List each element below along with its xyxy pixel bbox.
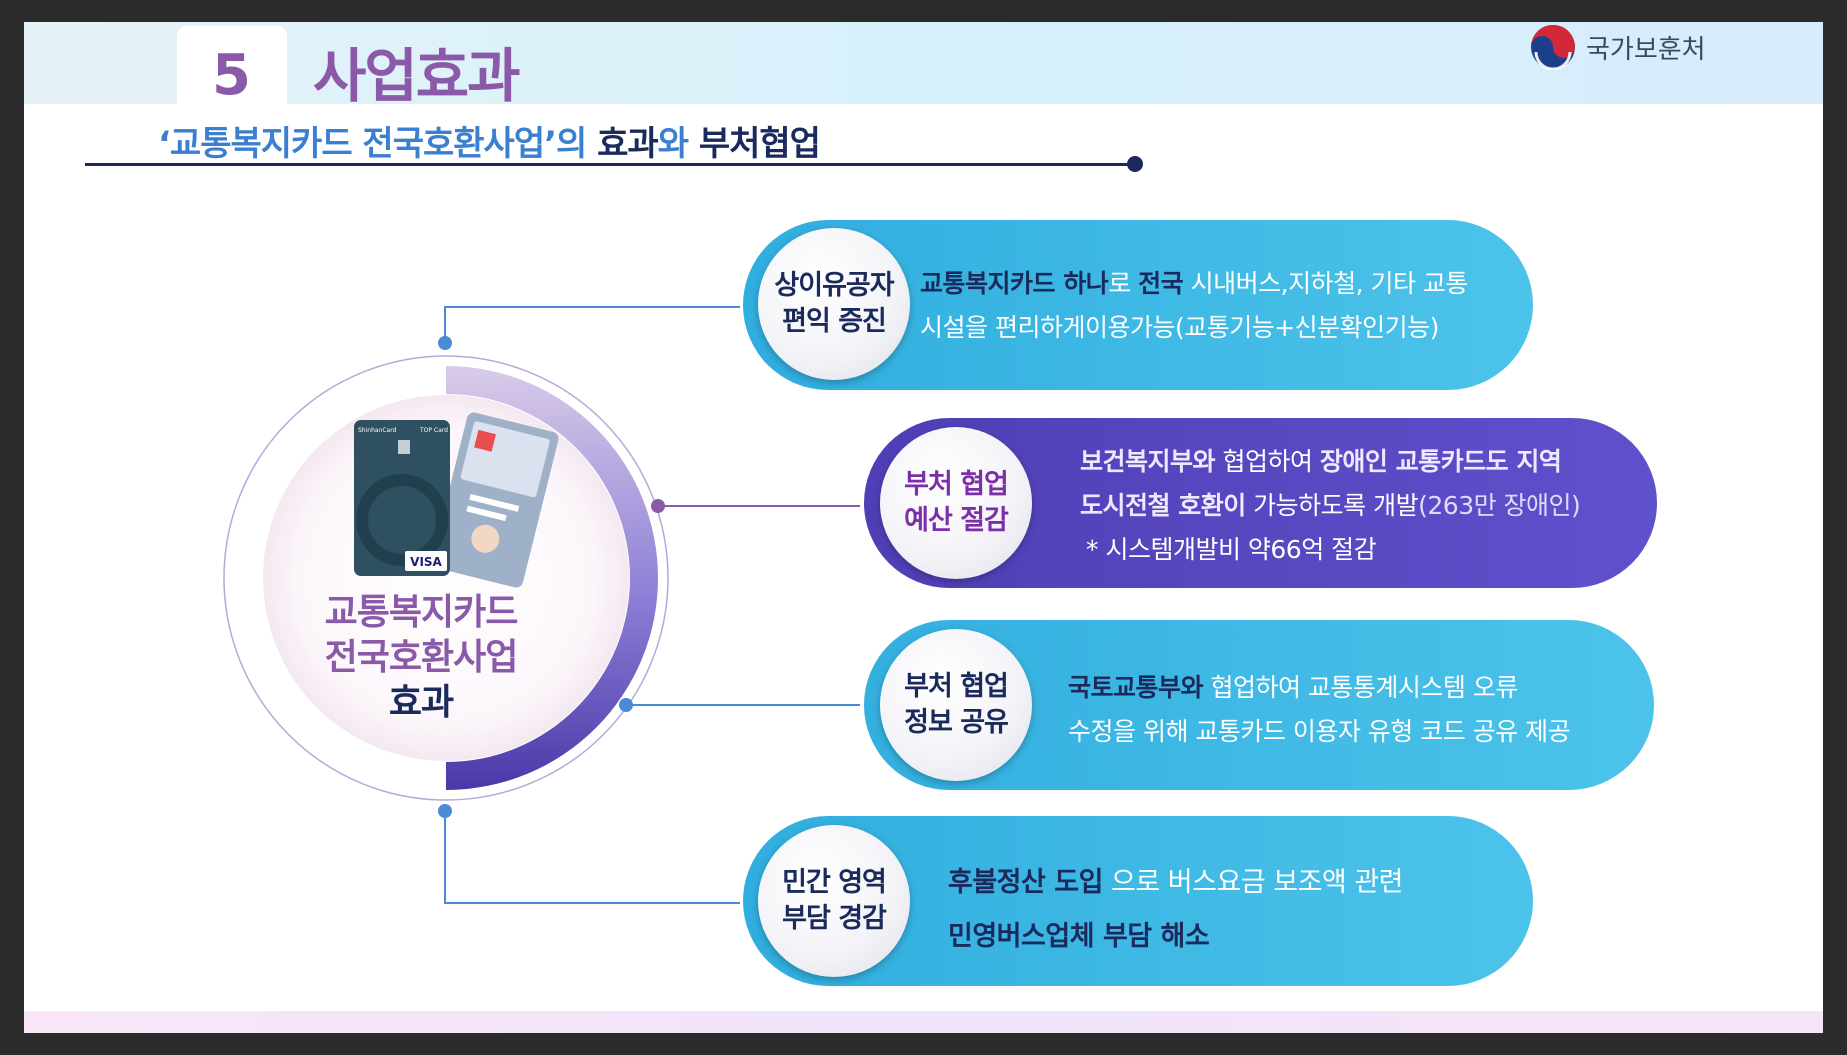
connector-4 [444, 811, 740, 904]
item-1-line2: 시설을 편리하게이용가능(교통기능+신분확인기능) [920, 313, 1439, 342]
connector-2-dot [651, 499, 665, 513]
subtitle-effect: 효과 [597, 124, 659, 164]
connector-3-dot [619, 698, 633, 712]
footer-band [24, 1011, 1823, 1033]
connector-4-dot [438, 804, 452, 818]
hub-outer-ring [223, 355, 669, 801]
subtitle-and: 와 [657, 124, 699, 164]
item-3-plain: 협업하여 교통통계시스템 오류 [1203, 673, 1518, 702]
badge-4-line2: 부담 경감 [782, 903, 887, 934]
item-3-line2: 수정을 위해 교통카드 이용자 유형 코드 공유 제공 [1068, 717, 1571, 746]
section-number: 5 [212, 43, 251, 108]
effect-item-2-text: 보건복지부와 협업하여 장애인 교통카드도 지역 도시전철 호환이 가능하도록 … [1080, 440, 1581, 572]
hub-title: 교통복지카드 전국호환사업 효과 [286, 590, 556, 725]
item-1-plain-b: 시내버스,지하철, 기타 교통 [1183, 269, 1469, 298]
item-1-plain-a: 로 [1108, 269, 1139, 298]
badge-2-line1: 부처 협업 [904, 469, 1009, 500]
effect-item-1-badge: 상이유공자 편익 증진 [758, 228, 910, 380]
header-band [24, 22, 1823, 104]
card-type-text: TOP Card [419, 427, 448, 434]
agency-logo: 국가보훈처 [1530, 24, 1706, 70]
effect-item-1-text: 교통복지카드 하나로 전국 시내버스,지하철, 기타 교통 시설을 편리하게이용… [920, 262, 1468, 350]
title-underline [85, 163, 1139, 166]
item-4-plain: 으로 버스요금 보조액 관련 [1102, 867, 1404, 898]
badge-1-line2: 편익 증진 [782, 306, 887, 337]
connector-1-dot [438, 336, 452, 350]
connector-1 [444, 306, 740, 343]
item-2-plain-b: 가능하도록 개발 [1245, 491, 1419, 520]
item-1-bold-a: 교통복지카드 하나 [920, 269, 1109, 298]
card-brand-text: VISA [410, 555, 442, 569]
badge-1-line1: 상이유공자 [774, 270, 894, 301]
section-number-box [177, 26, 287, 116]
taegeuk-logo-icon [1531, 25, 1575, 70]
item-3-bold: 국토교통부와 [1068, 673, 1204, 702]
agency-name: 국가보훈처 [1586, 34, 1706, 65]
title-underline-dot [1127, 156, 1143, 172]
hub-title-line1: 교통복지카드 [324, 592, 519, 633]
item-2-bold-b: 장애인 교통카드도 지역 [1319, 447, 1562, 476]
effect-item-2-badge: 부처 협업 예산 절감 [880, 427, 1032, 579]
card-issuer-text: ShinhanCard [358, 427, 397, 434]
item-1-bold-b: 전국 [1138, 269, 1184, 298]
effect-item-4-badge: 민간 영역 부담 경감 [758, 825, 910, 977]
item-2-count: (263만 장애인) [1418, 491, 1581, 520]
section-title: 사업효과 [313, 42, 520, 110]
item-4-bold: 후불정산 도입 [948, 867, 1103, 898]
subtitle-collab: 부처협업 [698, 124, 821, 164]
badge-3-line1: 부처 협업 [904, 671, 1009, 702]
hub-title-line2: 전국호환사업 [324, 637, 519, 678]
subtitle-project: ‘교통복지카드 전국호환사업’의 [158, 124, 598, 164]
item-2-bold-a: 보건복지부와 [1080, 447, 1216, 476]
item-2-plain-a: 협업하여 [1215, 447, 1320, 476]
welfare-card-image [431, 412, 559, 588]
badge-2-line2: 예산 절감 [904, 505, 1009, 536]
item-2-line3: * 시스템개발비 약66억 절감 [1086, 535, 1377, 564]
hub-gradient-arc [446, 366, 658, 790]
item-2-bold-c: 도시전철 호환이 [1080, 491, 1246, 520]
shinhan-card-image: VISA ShinhanCard TOP Card [354, 420, 450, 576]
effect-item-3-badge: 부처 협업 정보 공유 [880, 629, 1032, 781]
effect-item-4-text: 후불정산 도입 으로 버스요금 보조액 관련 민영버스업체 부담 해소 [948, 856, 1404, 964]
item-4-line2: 민영버스업체 부담 해소 [948, 921, 1210, 952]
effect-item-3-text: 국토교통부와 협업하여 교통통계시스템 오류 수정을 위해 교통카드 이용자 유… [1068, 666, 1571, 754]
hub-title-line3: 효과 [388, 682, 454, 723]
badge-4-line1: 민간 영역 [782, 867, 887, 898]
badge-3-line2: 정보 공유 [904, 707, 1009, 738]
page-subtitle: ‘교통복지카드 전국호환사업’의 효과와 부처협업 [158, 116, 821, 165]
